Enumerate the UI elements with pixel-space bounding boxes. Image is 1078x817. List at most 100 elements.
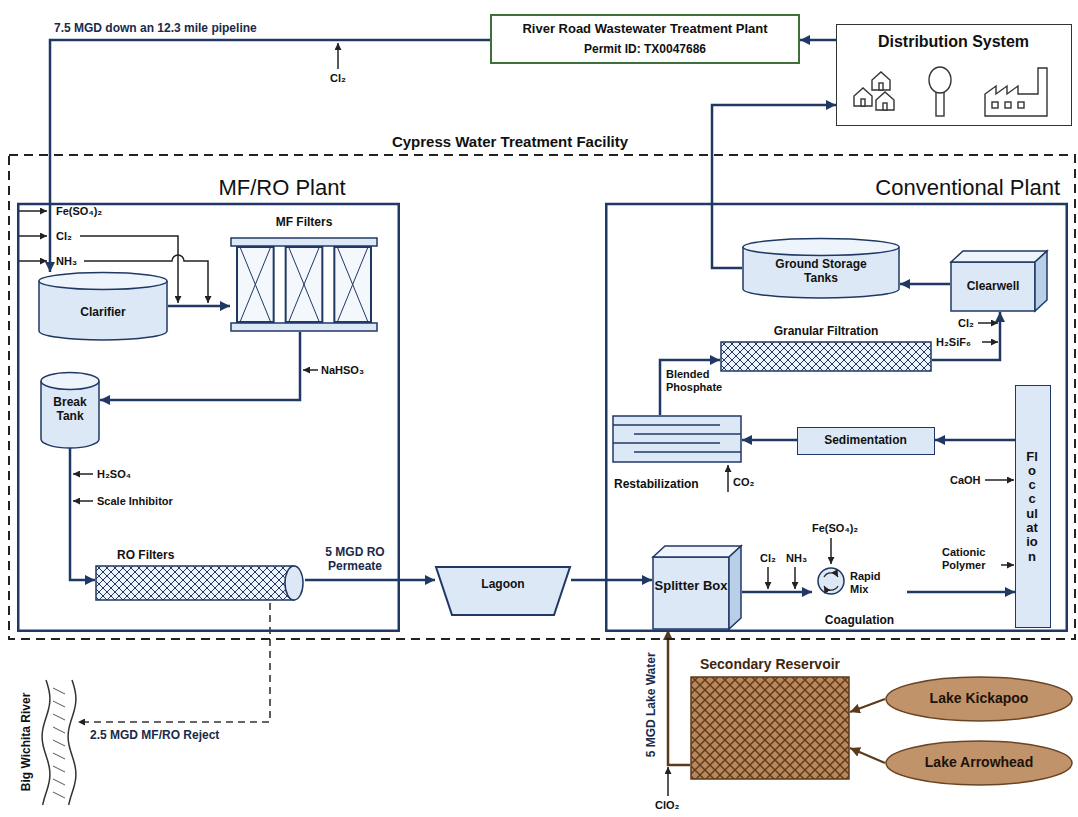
flow-connector bbox=[168, 305, 230, 308]
water-stroke bbox=[53, 779, 65, 785]
water-stroke bbox=[53, 753, 65, 759]
header-bar bbox=[231, 238, 377, 246]
water-stroke bbox=[53, 727, 65, 733]
mf-outline bbox=[230, 214, 378, 332]
lagoon: Lagoon bbox=[435, 566, 571, 616]
node-label: Coagulation bbox=[812, 614, 907, 628]
node-label: MF/RO Plant bbox=[167, 175, 397, 200]
chemical-label: H₂SO₄ bbox=[97, 468, 131, 481]
flow-connector bbox=[907, 591, 1015, 594]
clarifier-tank: Clarifier bbox=[38, 272, 168, 340]
lake-shape bbox=[886, 677, 1072, 721]
ro-filters: RO Filters bbox=[95, 548, 305, 603]
node-label: Flocculation bbox=[1026, 450, 1039, 564]
box-side bbox=[1035, 251, 1047, 311]
splitter-box: Splitter Box bbox=[652, 545, 742, 630]
flow-connector bbox=[571, 579, 652, 582]
feed-arrow bbox=[985, 479, 1014, 481]
baffle bbox=[613, 424, 720, 425]
node-label: Splitter Box bbox=[652, 579, 730, 594]
plant-border bbox=[606, 204, 1067, 631]
feed-arrow bbox=[727, 465, 729, 492]
chemical-label: Fe(SO₄)₂ bbox=[812, 522, 858, 535]
filter-lines bbox=[240, 247, 271, 322]
node-label: Break Tank bbox=[40, 396, 100, 424]
chemical-label: Scale Inhibitor bbox=[97, 495, 173, 508]
footer-bar bbox=[231, 323, 377, 331]
tank-body bbox=[41, 381, 99, 448]
filter-module bbox=[334, 247, 371, 322]
process-box: Sedimentation bbox=[797, 427, 935, 455]
house-door bbox=[861, 99, 865, 106]
mix-arrow bbox=[824, 573, 838, 577]
feed-arrow bbox=[767, 567, 769, 589]
feed-arrow bbox=[19, 260, 47, 262]
hatch-outline bbox=[690, 655, 850, 780]
node-label: MF Filters bbox=[230, 216, 378, 230]
flow-connector bbox=[70, 448, 95, 580]
mix-arrow bbox=[824, 586, 838, 590]
clearwell-box: Clearwell bbox=[950, 250, 1048, 312]
chemical-label: Cl₂ bbox=[760, 552, 776, 565]
chemical-label: ClO₂ bbox=[655, 799, 679, 812]
water-stroke bbox=[53, 766, 65, 772]
node-label: Granular Filtration bbox=[720, 325, 932, 339]
flow-connector bbox=[800, 39, 836, 42]
ro-vessel bbox=[96, 566, 294, 600]
flow-connector bbox=[78, 603, 270, 722]
chemical-label: Cl₂ bbox=[330, 72, 346, 85]
chemical-label: CO₂ bbox=[733, 476, 754, 489]
dashed-boundary bbox=[9, 155, 1075, 639]
node-label: River Road Wastewater Treatment Plant bbox=[492, 22, 798, 37]
water-tower-tank bbox=[929, 67, 951, 93]
flow-label: 7.5 MGD down an 12.3 mile pipeline bbox=[52, 22, 259, 36]
house-icon bbox=[876, 92, 894, 110]
feed-arrow bbox=[19, 210, 47, 212]
flow-connector bbox=[742, 591, 812, 594]
coagulation-stage: Rapid MixCoagulation bbox=[812, 548, 907, 632]
river: Big Wichita River bbox=[14, 680, 78, 805]
feed-arrow bbox=[337, 43, 339, 69]
chemical-label: H₂SiF₆ bbox=[936, 336, 971, 349]
feed-arrow bbox=[794, 567, 796, 589]
node-label: Lake Arrowhead bbox=[885, 754, 1073, 770]
basin bbox=[613, 416, 741, 462]
water-stroke bbox=[53, 792, 65, 798]
water-stroke bbox=[53, 740, 65, 746]
node-label: Sedimentation bbox=[798, 434, 933, 448]
mf-filters: MF Filters bbox=[230, 214, 378, 332]
water-stroke bbox=[53, 688, 65, 694]
flow-label: 2.5 MGD MF/RO Reject bbox=[88, 729, 221, 743]
tank-top bbox=[41, 373, 99, 390]
filter-bed bbox=[721, 342, 931, 371]
flow-connector bbox=[668, 630, 690, 765]
node-label: Distribution System bbox=[837, 33, 1070, 51]
factory-window bbox=[992, 102, 998, 108]
chemical-label: NH₃ bbox=[786, 552, 807, 565]
chemical-label: CaOH bbox=[950, 474, 981, 487]
house-door bbox=[883, 103, 887, 110]
lake-ellipse: Lake Arrowhead bbox=[885, 740, 1073, 786]
feed-arrow bbox=[830, 538, 832, 564]
flow-connector bbox=[305, 579, 435, 582]
feed-arrow bbox=[982, 341, 998, 343]
feed-arrow bbox=[19, 235, 47, 237]
house-icon bbox=[854, 88, 872, 106]
flow-connector bbox=[850, 699, 885, 712]
flow-connector bbox=[100, 332, 300, 400]
mixer bbox=[818, 568, 844, 594]
box-top bbox=[653, 546, 741, 557]
treatment-plant-box: River Road Wastewater Treatment PlantPer… bbox=[490, 14, 800, 64]
box-front bbox=[653, 557, 729, 629]
feed-arrow bbox=[73, 473, 93, 475]
house-door bbox=[879, 83, 883, 90]
node-label: Permit ID: TX0047686 bbox=[492, 43, 798, 57]
node-label: Secondary Reservoir bbox=[670, 656, 870, 672]
chemical-label: Cationic Polymer bbox=[942, 546, 1000, 571]
flow-connector bbox=[935, 439, 1015, 442]
water-stroke bbox=[53, 701, 65, 707]
feed-arrow bbox=[73, 500, 93, 502]
feed-arrow bbox=[1001, 564, 1014, 566]
factory-window bbox=[1018, 102, 1024, 108]
